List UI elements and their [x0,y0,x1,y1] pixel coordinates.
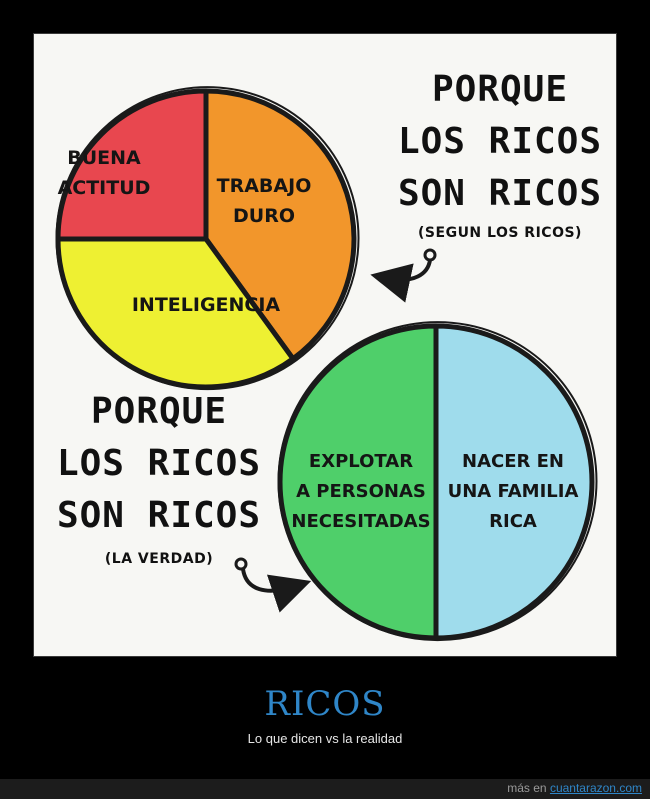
slice-label: BUENA ACTITUD [58,147,151,199]
slice-label-line: NECESITADAS [291,511,430,532]
slice-label-line: DURO [233,205,295,227]
slice-label-line: ACTITUD [58,177,151,199]
header-line: SON RICOS [397,173,603,214]
header-line: LOS RICOS [56,443,262,484]
subheader-la-verdad: (LA VERDAD) [104,551,214,567]
footer-prefix: más en [507,781,547,795]
slice-label: NACER EN UNA FAMILIA RICA [448,451,579,532]
slice-label: INTELIGENCIA [132,294,281,316]
slice-label-line: TRABAJO [217,175,312,197]
pie-outline [56,89,356,389]
pie-charts: BUENA ACTITUD TRABAJO DURO INTELIGENCIA EXPL… [55,86,598,642]
header-line: PORQUE [431,69,569,110]
caption-title: RICOS [264,684,386,724]
slice-label-line: RICA [489,511,537,532]
pie-outline [277,321,598,642]
footer-link[interactable]: cuantarazon.com [549,781,642,795]
arrow-to-pie2 [234,557,312,613]
slice-label-line: BUENA [67,147,141,169]
slice-label-line: A PERSONAS [296,481,426,502]
header-la-verdad: PORQUE LOS RICOS SON RICOS [54,386,264,542]
header-line: SON RICOS [56,495,262,536]
caption-subtitle: Lo que dicen vs la realidad [247,731,403,746]
slice-label: EXPLOTAR A PERSONAS NECESITADAS [291,451,430,532]
header-line: PORQUE [90,391,228,432]
footer-bar: más en cuantarazon.com [0,779,650,799]
arrow-to-pie1 [370,248,437,303]
slice-label-line: NACER EN [462,451,564,472]
slice-label: TRABAJO DURO [217,175,312,227]
slice-label-line: UNA FAMILIA [448,481,579,502]
meme-image: BUENA ACTITUD TRABAJO DURO INTELIGENCIA EXPL… [33,33,617,657]
header-segun-los-ricos: PORQUE LOS RICOS SON RICOS [390,64,610,220]
header-line: LOS RICOS [397,121,603,162]
subheader-segun-los-ricos: (SEGUN LOS RICOS) [418,225,582,241]
slice-label-line: EXPLOTAR [309,451,413,472]
footer-text: más en cuantarazon.com [507,781,642,795]
pie-outline [278,324,594,640]
slice-label-line: INTELIGENCIA [132,294,281,316]
pie-chart-la-verdad: EXPLOTAR A PERSONAS NECESITADAS NACER EN UNA… [277,321,598,642]
pie-outline [55,86,360,391]
pie-chart-segun-los-ricos: BUENA ACTITUD TRABAJO DURO INTELIGENCIA [55,86,360,391]
